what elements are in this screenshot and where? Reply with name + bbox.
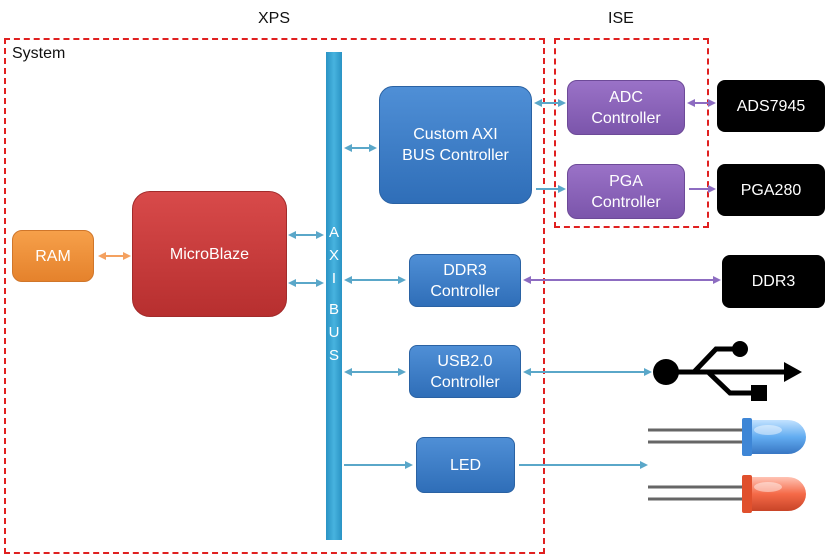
ise-frame <box>554 38 709 228</box>
ise-label: ISE <box>608 10 634 27</box>
led-red-icon <box>648 475 806 513</box>
usb-icon <box>653 341 802 401</box>
pga280-device: PGA280 <box>717 164 825 216</box>
system-frame <box>4 38 545 554</box>
bus-letter-u: U <box>328 324 340 341</box>
ram-block: RAM <box>12 230 94 282</box>
bus-letter-x: X <box>328 247 339 264</box>
led-block: LED <box>416 437 515 493</box>
ddr3-controller-block: DDR3 Controller <box>409 254 521 307</box>
custom-axi-bus-controller-block: Custom AXI BUS Controller <box>379 86 532 204</box>
xps-label: XPS <box>258 10 291 27</box>
bus-letter-b: B <box>328 301 339 318</box>
bus-letter-i: I <box>331 270 337 287</box>
system-label: System <box>12 45 66 62</box>
bus-letter-a: A <box>328 224 339 241</box>
bus-letter-s: S <box>328 347 339 364</box>
ddr3-device: DDR3 <box>722 255 825 308</box>
adc-controller-block: ADC Controller <box>567 80 685 135</box>
usb-controller-block: USB2.0 Controller <box>409 345 521 398</box>
ads7945-device: ADS7945 <box>717 80 825 132</box>
led-blue-icon <box>648 418 806 456</box>
microblaze-block: MicroBlaze <box>132 191 287 317</box>
axi-bus-bar <box>326 52 342 540</box>
pga-controller-block: PGA Controller <box>567 164 685 219</box>
